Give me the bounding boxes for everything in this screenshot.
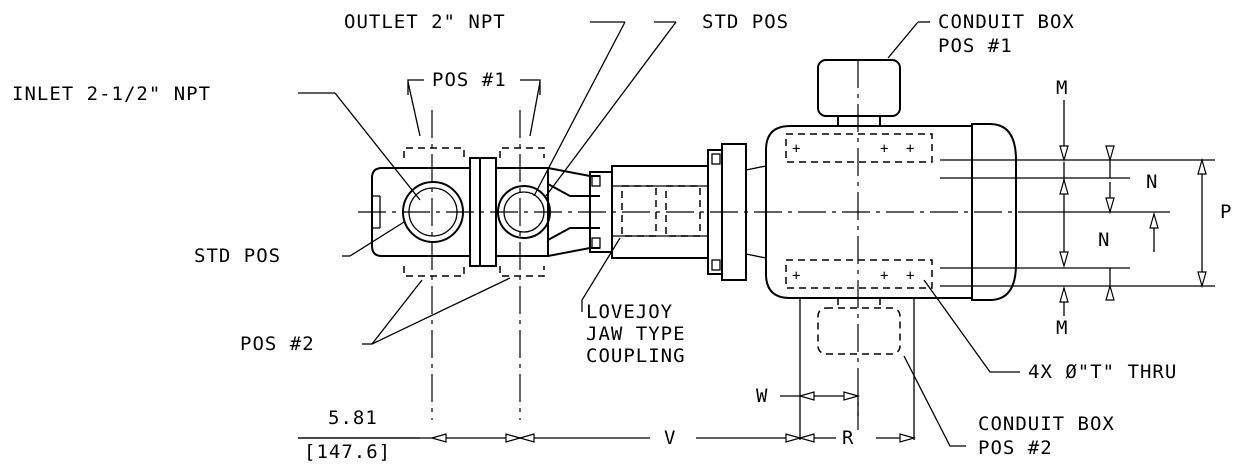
dim-r: R — [842, 427, 854, 449]
svg-text:+: + — [906, 268, 915, 284]
motor-flange — [707, 143, 767, 281]
dim-m-bottom: M — [1056, 317, 1068, 339]
dim-n-lower: N — [1098, 229, 1110, 251]
conduit-box-1-label-line2: POS #1 — [938, 35, 1013, 57]
labels: OUTLET 2" NPT STD POS CONDUIT BOX POS #1… — [12, 11, 1177, 459]
inlet-label: INLET 2-1/2" NPT — [12, 83, 211, 105]
pos2-label: POS #2 — [240, 333, 315, 355]
dim-offset-inches: 5.81 — [328, 407, 378, 429]
std-pos-left-label: STD POS — [194, 245, 281, 267]
dim-v: V — [664, 427, 676, 449]
svg-text:+: + — [792, 268, 801, 284]
dim-p: P — [1220, 201, 1232, 223]
coupling-label-line1: LOVEJOY — [586, 301, 673, 323]
conduit-box-2-label-line1: CONDUIT BOX — [978, 413, 1115, 435]
dimension-text: M N P N M W V R 5.81 [147.6] — [304, 77, 1232, 463]
pump-body — [371, 157, 613, 267]
motor-body: + + + + + + — [765, 59, 1017, 355]
dim-n-upper: N — [1146, 171, 1158, 193]
dim-w: W — [756, 385, 768, 407]
svg-text:+: + — [792, 141, 801, 157]
dimension-lines-bottom — [298, 298, 917, 443]
port-position-hidden-lines — [403, 147, 545, 277]
conduit-box-1-label-line1: CONDUIT BOX — [938, 11, 1075, 33]
std-pos-top-label: STD POS — [702, 11, 789, 33]
outlet-label: OUTLET 2" NPT — [344, 11, 506, 33]
conduit-box-2-label-line2: POS #2 — [978, 437, 1053, 459]
svg-text:+: + — [880, 268, 889, 284]
svg-text:+: + — [906, 141, 915, 157]
bolt-hole-markers: + + + + + + — [792, 141, 915, 284]
bolt-holes-label: 4X Ø"T" THRU — [1028, 361, 1177, 383]
dimension-lines-right — [940, 100, 1215, 316]
svg-text:+: + — [880, 141, 889, 157]
leader-lines — [298, 21, 1020, 447]
centerlines — [358, 60, 1040, 430]
dim-m-top: M — [1056, 77, 1068, 99]
pos1-label: POS #1 — [432, 69, 507, 91]
coupling-label-line2: JAW TYPE — [586, 323, 686, 345]
coupling-label-line3: COUPLING — [586, 345, 686, 367]
dim-offset-mm: [147.6] — [304, 441, 391, 463]
